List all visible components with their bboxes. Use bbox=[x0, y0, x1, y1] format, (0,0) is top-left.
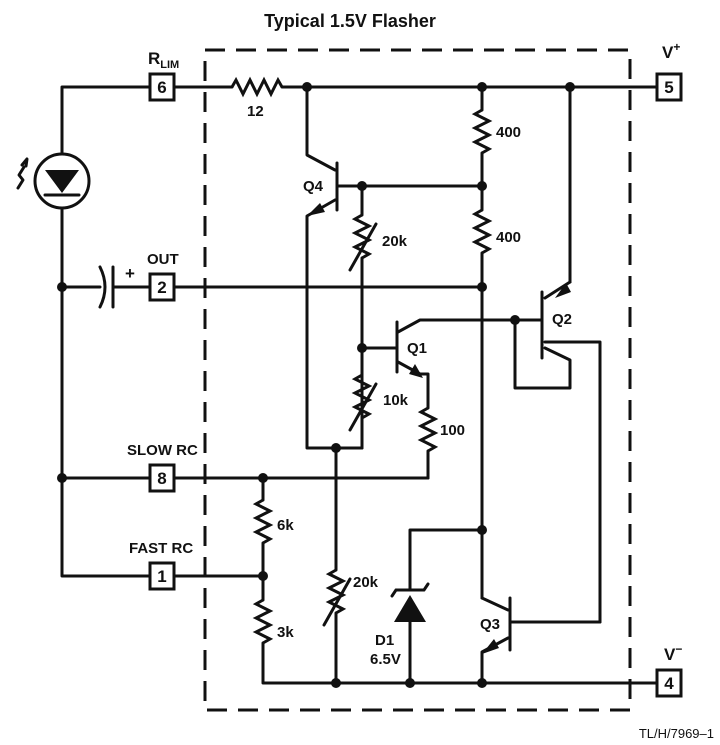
external-led-circuit bbox=[16, 85, 152, 578]
label-rlim: RLIM bbox=[148, 49, 179, 71]
ic-boundary bbox=[203, 48, 632, 712]
svg-text:1: 1 bbox=[157, 567, 166, 586]
label-r20k-upper: 20k bbox=[382, 233, 408, 250]
label-vplus: V+ bbox=[662, 40, 680, 62]
internal-wiring bbox=[172, 76, 659, 685]
label-d1-voltage: 6.5V bbox=[370, 651, 401, 668]
pin-5: 5 bbox=[655, 72, 683, 102]
capacitor-curved-plate bbox=[98, 265, 107, 309]
label-q4: Q4 bbox=[303, 178, 324, 195]
label-r400-lower: 400 bbox=[496, 229, 521, 246]
label-r12: 12 bbox=[247, 103, 264, 120]
svg-text:6: 6 bbox=[157, 78, 166, 97]
pin-2: 2 bbox=[148, 272, 176, 302]
svg-text:8: 8 bbox=[157, 469, 166, 488]
label-out: OUT bbox=[147, 251, 179, 268]
label-r20k-lower: 20k bbox=[353, 574, 379, 591]
pin-8: 8 bbox=[148, 463, 176, 493]
figure-reference: TL/H/7969–1 bbox=[639, 726, 714, 741]
light-emission-icon bbox=[16, 165, 26, 190]
junction-dots bbox=[258, 82, 575, 688]
label-r10k: 10k bbox=[383, 392, 409, 409]
label-r100: 100 bbox=[440, 422, 465, 439]
diagram-title: Typical 1.5V Flasher bbox=[264, 11, 436, 31]
label-q1: Q1 bbox=[407, 340, 427, 357]
capacitor-plus-label: + bbox=[125, 264, 135, 283]
svg-text:2: 2 bbox=[157, 278, 166, 297]
led-triangle bbox=[45, 170, 79, 193]
label-vminus: V− bbox=[664, 642, 682, 664]
label-r6k: 6k bbox=[277, 517, 294, 534]
pin-6: 6 bbox=[148, 72, 176, 102]
label-q3: Q3 bbox=[480, 616, 500, 633]
pin-1: 1 bbox=[148, 561, 176, 591]
led-symbol bbox=[33, 152, 91, 210]
pin-4: 4 bbox=[655, 668, 683, 698]
label-r3k: 3k bbox=[277, 624, 294, 641]
svg-text:4: 4 bbox=[664, 674, 674, 693]
label-fast-rc: FAST RC bbox=[129, 540, 193, 557]
label-q2: Q2 bbox=[552, 311, 572, 328]
svg-text:5: 5 bbox=[664, 78, 673, 97]
label-r400-upper: 400 bbox=[496, 124, 521, 141]
label-slow-rc: SLOW RC bbox=[127, 442, 198, 459]
label-d1: D1 bbox=[375, 632, 394, 649]
